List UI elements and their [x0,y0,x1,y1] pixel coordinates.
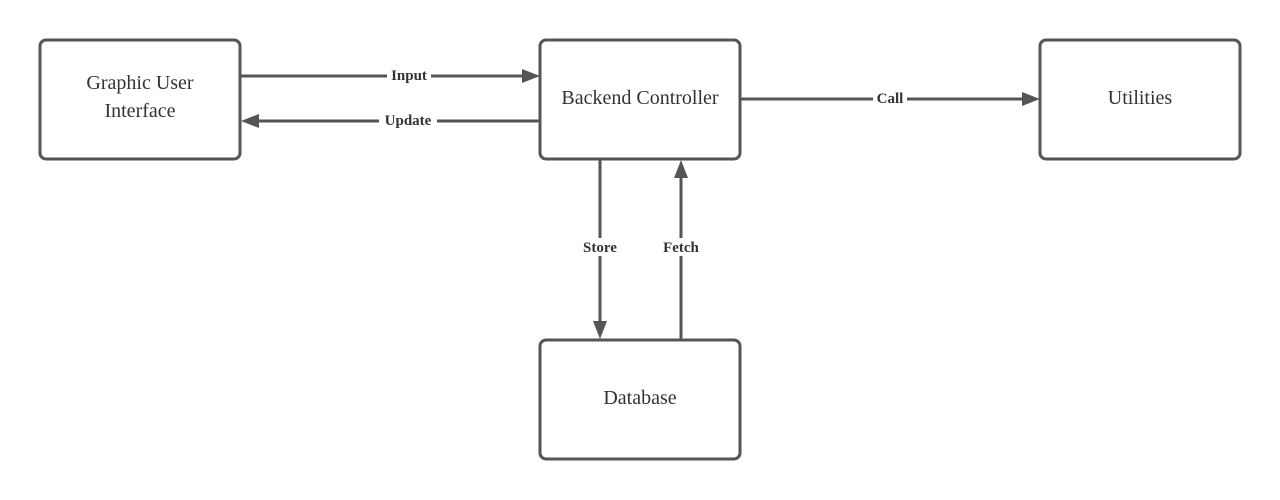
edge-fetch [674,160,688,340]
edge-store-label: Store [583,240,617,256]
edge-call-label: Call [877,91,904,107]
edge-update-label: Update [385,113,432,129]
node-gui-label-line1: Graphic User [86,72,194,94]
edge-call-label-group: Call [873,90,907,107]
edge-fetch-label: Fetch [663,240,699,256]
edge-update-label-group: Update [379,112,437,129]
node-gui-label-line2: Interface [104,100,175,122]
node-gui: Graphic User Interface [38,38,242,161]
node-database: Database [538,338,742,461]
node-backend-controller: Backend Controller [538,38,742,161]
edge-input-label-group: Input [387,67,431,84]
node-backend-label: Backend Controller [561,87,719,109]
edge-store-label-group: Store [578,238,622,256]
edge-input [241,69,540,83]
node-database-label: Database [603,387,676,409]
node-utilities-label: Utilities [1108,87,1173,109]
edge-input-label: Input [391,68,427,84]
node-utilities: Utilities [1038,38,1242,161]
edge-fetch-label-group: Fetch [658,238,704,256]
